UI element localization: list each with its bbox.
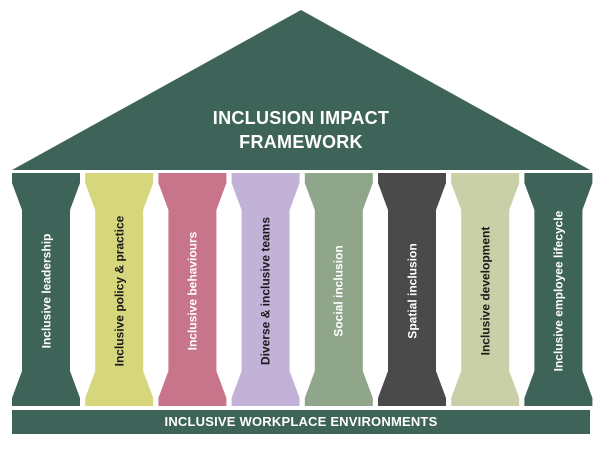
pillar-shape xyxy=(304,173,373,406)
pillar-label: Diverse & inclusive teams xyxy=(258,216,273,365)
pillar-label: Inclusive policy & practice xyxy=(111,215,126,366)
pillar-label: Spatial inclusion xyxy=(404,242,419,339)
pillar-shape xyxy=(524,173,593,406)
pillar-shape xyxy=(158,173,227,406)
pillar-shape xyxy=(12,173,80,406)
pillar-label: Inclusive leadership xyxy=(38,233,53,348)
pillars xyxy=(12,173,593,406)
pillar-shape xyxy=(378,173,446,406)
pillar-shape xyxy=(231,173,300,406)
foundation-label: INCLUSIVE WORKPLACE ENVIRONMENTS xyxy=(164,414,438,429)
foundation-base xyxy=(12,410,590,434)
pillar-label: Inclusive behaviours xyxy=(184,231,199,350)
framework-title-line2: FRAMEWORK xyxy=(239,132,363,152)
pillar-label: Inclusive development xyxy=(477,226,492,355)
pillar-shape xyxy=(85,173,154,406)
pillar-label: Social inclusion xyxy=(331,244,346,337)
framework-title: INCLUSION IMPACT FRAMEWORK xyxy=(150,106,452,154)
pillar-label: Inclusive employee lifecycle xyxy=(550,210,565,371)
pillar-shape xyxy=(451,173,520,406)
roof xyxy=(12,10,590,170)
framework-title-line1: INCLUSION IMPACT xyxy=(212,108,390,128)
